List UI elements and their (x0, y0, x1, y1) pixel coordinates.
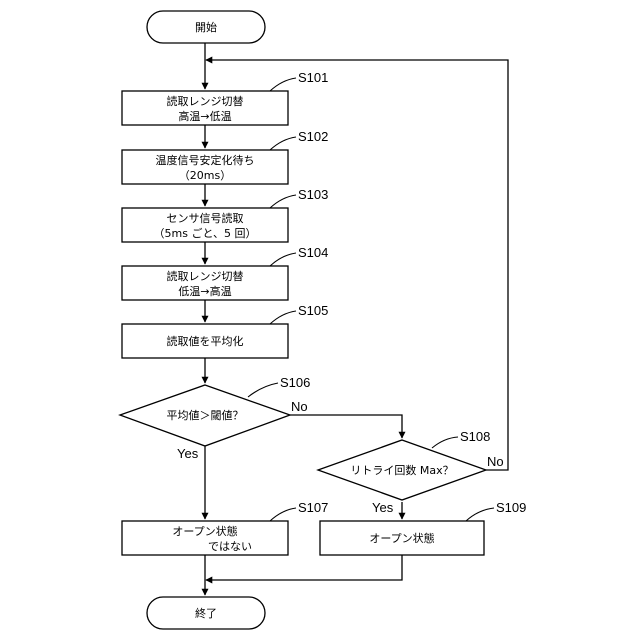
leader-s107 (270, 508, 296, 521)
end-terminal: 終了 (147, 597, 265, 629)
leader-s109 (466, 508, 494, 521)
s106-question: 平均値＞閾値？ (167, 409, 244, 422)
s101-line1: 読取レンジ切替 (167, 94, 244, 108)
process-s105: 読取値を平均化 S105 (122, 303, 328, 358)
s108-yes-label: Yes (372, 500, 394, 515)
s103-line1: センサ信号読取 (167, 211, 244, 225)
start-terminal: 開始 (147, 11, 265, 43)
s102-line1: 温度信号安定化待ち (156, 153, 255, 167)
s109-line1: オープン状態 (369, 531, 434, 545)
s104-line2: 低温→高温 (178, 284, 231, 298)
leader-s104 (270, 253, 296, 266)
process-s103: センサ信号読取 （5ms ごと、5 回） S103 (122, 187, 328, 242)
process-s101: 読取レンジ切替 高温→低温 S101 (122, 70, 328, 125)
leader-s101 (270, 78, 296, 91)
leader-s102 (270, 137, 296, 150)
edge-s106-s108 (290, 415, 402, 438)
s108-step-id: S108 (460, 429, 490, 444)
leader-s105 (270, 311, 296, 324)
s107-line1: オープン状態 (172, 524, 237, 538)
start-label: 開始 (195, 20, 217, 34)
s105-step-id: S105 (298, 303, 328, 318)
s106-yes-label: Yes (177, 446, 199, 461)
s107-step-id: S107 (298, 500, 328, 515)
s108-question: リトライ回数 Max？ (350, 464, 453, 477)
s101-step-id: S101 (298, 70, 328, 85)
decision-s108: リトライ回数 Max？ S108 No Yes (318, 429, 504, 515)
process-s107: オープン状態 ではない S107 (122, 500, 328, 555)
s108-no-label: No (487, 454, 504, 469)
s105-line1: 読取値を平均化 (167, 334, 244, 348)
process-s102: 温度信号安定化待ち （20ms） S102 (122, 129, 328, 184)
s101-line2: 高温→低温 (178, 109, 231, 123)
s102-step-id: S102 (298, 129, 328, 144)
process-s109: オープン状態 S109 (320, 500, 526, 555)
leader-s103 (270, 195, 296, 208)
s106-step-id: S106 (280, 375, 310, 390)
s102-line2: （20ms） (179, 169, 231, 182)
s107-line2: ではない (208, 540, 252, 553)
s104-step-id: S104 (298, 245, 328, 260)
s106-no-label: No (291, 399, 308, 414)
s109-step-id: S109 (496, 500, 526, 515)
leader-s106 (248, 383, 278, 397)
connectors (205, 43, 508, 595)
end-label: 終了 (195, 606, 217, 620)
s103-line2: （5ms ごと、5 回） (154, 226, 257, 240)
s104-line1: 読取レンジ切替 (167, 269, 244, 283)
edge-s109-merge (206, 555, 402, 580)
decision-s106: 平均値＞閾値？ S106 No Yes (120, 375, 310, 461)
leader-s108 (432, 437, 458, 448)
s103-step-id: S103 (298, 187, 328, 202)
process-s104: 読取レンジ切替 低温→高温 S104 (122, 245, 328, 300)
